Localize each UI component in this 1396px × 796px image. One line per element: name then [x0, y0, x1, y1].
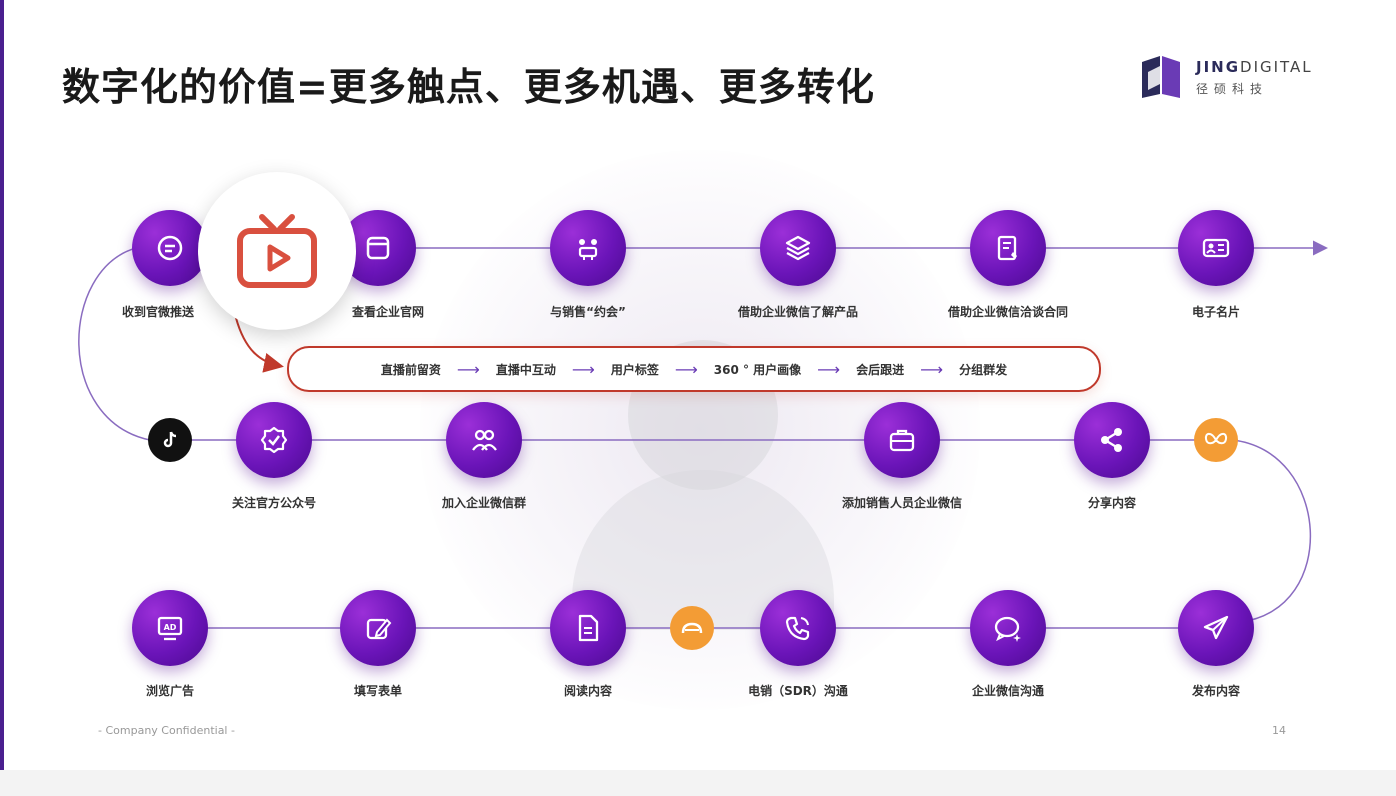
confidential-note: - Company Confidential - — [98, 724, 235, 737]
pill-arrow-icon: ⟶ — [571, 359, 595, 379]
label-wecom-product: 借助企业微信了解产品 — [737, 305, 859, 319]
node-official-push[interactable] — [132, 210, 208, 286]
pill-step-2: 直播中互动 — [495, 362, 556, 377]
node-wecom-contract[interactable] — [970, 210, 1046, 286]
jingdigital-logo: JINGDIGITAL 径硕科技 — [1138, 54, 1328, 104]
share-icon — [1101, 428, 1122, 452]
node-sales-meeting[interactable] — [550, 210, 626, 286]
node-read-content[interactable] — [550, 590, 626, 666]
cloud-brand-icon — [681, 622, 703, 634]
layers-icon — [785, 235, 811, 261]
orange-brand-node-2[interactable] — [670, 606, 714, 650]
document-icon — [578, 614, 599, 642]
bottom-strip — [0, 770, 1396, 796]
contract-icon — [997, 235, 1017, 261]
chat-bubble-icon — [157, 235, 183, 261]
label-digital-card: 电子名片 — [1191, 305, 1241, 319]
label-fill-form: 填写表单 — [353, 684, 403, 698]
label-join-group: 加入企业微信群 — [441, 496, 527, 510]
pill-step-3: 用户标签 — [610, 362, 659, 377]
chat-sparkle-icon — [994, 616, 1021, 642]
phone-call-icon — [785, 616, 810, 641]
pill-step-5: 会后跟进 — [856, 362, 905, 377]
label-sales-meeting: 与销售“约会” — [550, 305, 626, 319]
live-stream-highlight[interactable] — [198, 172, 356, 330]
node-browse-ad[interactable]: AD — [132, 590, 208, 666]
butterfly-icon — [1204, 432, 1228, 445]
pill-arrow-icon: ⟶ — [456, 359, 480, 379]
pill-step-1: 直播前留资 — [380, 362, 441, 377]
label-follow-official: 关注官方公众号 — [231, 496, 317, 510]
node-wecom-chat[interactable] — [970, 590, 1046, 666]
node-sdr-call[interactable] — [760, 590, 836, 666]
pill-arrow-icon: ⟶ — [817, 359, 841, 379]
business-card-icon — [1202, 238, 1230, 258]
label-wecom-chat: 企业微信沟通 — [971, 684, 1045, 698]
node-add-sales[interactable] — [864, 402, 940, 478]
logo-chinese: 径硕科技 — [1196, 82, 1269, 96]
page-number: 14 — [1272, 724, 1286, 737]
node-join-group[interactable] — [446, 402, 522, 478]
node-publish-content[interactable] — [1178, 590, 1254, 666]
tv-live-icon — [237, 214, 317, 288]
label-share-content: 分享内容 — [1087, 496, 1137, 510]
briefcase-icon — [889, 429, 915, 452]
label-publish-content: 发布内容 — [1191, 684, 1241, 698]
page-title: 数字化的价值=更多触点、更多机遇、更多转化 — [62, 65, 875, 109]
label-read-content: 阅读内容 — [563, 684, 613, 698]
label-add-sales: 添加销售人员企业微信 — [841, 496, 963, 510]
browser-window-icon — [366, 236, 390, 260]
ad-monitor-icon: AD — [157, 616, 183, 641]
node-fill-form[interactable] — [340, 590, 416, 666]
pill-step-6: 分组群发 — [959, 362, 1008, 377]
group-icon — [472, 429, 497, 451]
label-official-push: 收到官微推送 — [121, 305, 195, 319]
logo-english: JINGDIGITAL — [1196, 58, 1313, 76]
left-accent-bar — [0, 0, 4, 770]
meeting-icon — [578, 239, 598, 260]
pill-arrow-icon: ⟶ — [920, 359, 944, 379]
node-share-content[interactable] — [1074, 402, 1150, 478]
pill-step-4: 360 ° 用户画像 — [713, 362, 802, 377]
tiktok-icon — [163, 431, 177, 448]
live-stream-flow: 直播前留资 ⟶ 直播中互动 ⟶ 用户标签 ⟶ 360 ° 用户画像 ⟶ 会后跟进… — [287, 346, 1101, 392]
send-icon — [1203, 615, 1229, 640]
orange-brand-node-1[interactable] — [1194, 418, 1238, 462]
ad-text: AD — [164, 623, 177, 632]
label-wecom-contract: 借助企业微信洽谈合同 — [947, 305, 1069, 319]
node-digital-card[interactable] — [1178, 210, 1254, 286]
tiktok-node[interactable] — [148, 418, 192, 462]
node-wecom-product[interactable] — [760, 210, 836, 286]
label-official-site: 查看企业官网 — [351, 305, 425, 319]
label-sdr-call: 电销（SDR）沟通 — [748, 684, 848, 698]
node-follow-official[interactable] — [236, 402, 312, 478]
edit-form-icon — [366, 618, 392, 640]
pill-arrow-icon: ⟶ — [674, 359, 698, 379]
verified-badge-icon — [260, 426, 288, 454]
label-browse-ad: 浏览广告 — [145, 684, 195, 698]
logo-mark-icon — [1142, 56, 1180, 98]
